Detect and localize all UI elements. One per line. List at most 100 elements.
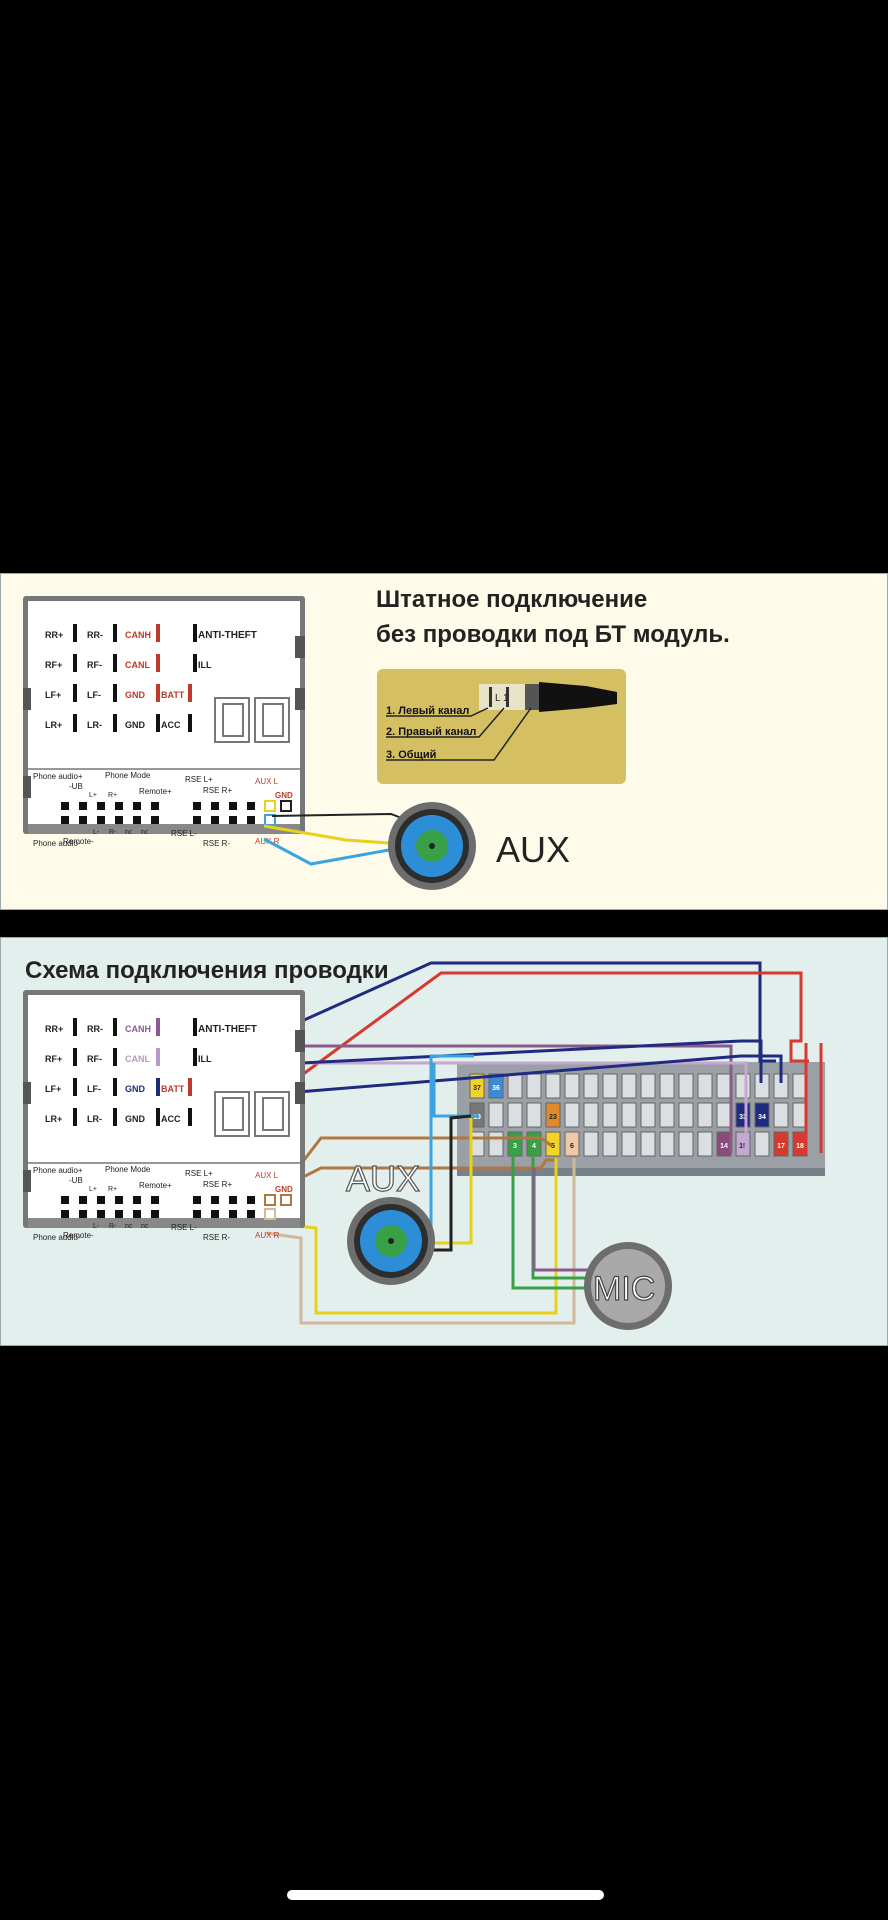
r-minus-label: R- (109, 829, 117, 836)
connector-pin (621, 1102, 637, 1128)
phone-mode-label: Phone Mode (105, 1165, 151, 1174)
connector-pin (488, 1073, 504, 1099)
pin-label: CANH (125, 630, 151, 640)
l-plus-label: L+ (89, 1186, 97, 1193)
r-minus-label: R- (109, 1223, 117, 1230)
home-indicator[interactable] (287, 1890, 604, 1900)
l-minus-label: L- (93, 1223, 100, 1230)
pin-label: RR- (87, 1024, 103, 1034)
pin-label: GND (125, 690, 146, 700)
pin-label: LR- (87, 720, 102, 730)
rse-l-minus-label: RSE L- (171, 1223, 197, 1232)
pin-label: ACC (161, 1114, 181, 1124)
pin-number: 17 (777, 1143, 785, 1150)
pin-label: LF- (87, 690, 101, 700)
pin-label: RF+ (45, 1054, 62, 1064)
pin-label: RR+ (45, 630, 63, 640)
pin-label: ILL (198, 660, 212, 670)
connector-pin (697, 1073, 713, 1099)
aux-jack-icon-bottom (347, 1197, 435, 1285)
title-line-1: Штатное подключение (376, 586, 647, 613)
jack-label-right: 2. Правый канал (386, 726, 476, 738)
pin-label: RF+ (45, 660, 62, 670)
connector-pin (564, 1073, 580, 1099)
connector-pin (640, 1131, 656, 1157)
pin-label: BATT (161, 1084, 185, 1094)
phone-audio-minus-label: Phone audio- (33, 1233, 81, 1242)
connector-pin (488, 1131, 504, 1157)
connector-pin (773, 1131, 789, 1157)
pin-label: LF- (87, 1084, 101, 1094)
aux-l-label: AUX L (255, 777, 279, 786)
pin-label: RR- (87, 630, 103, 640)
pin-label: ILL (198, 1054, 212, 1064)
remote-minus-label: Remote- (63, 837, 94, 846)
pin-label: GND (125, 1084, 146, 1094)
rse-l-minus-label: RSE L- (171, 829, 197, 838)
rse-l-plus-label: RSE L+ (185, 1169, 213, 1178)
remote-minus-label: Remote- (63, 1231, 94, 1240)
connector-pin (545, 1131, 561, 1157)
phone-audio-plus-label: Phone audio+ (33, 772, 83, 781)
pin-number: 36 (492, 1085, 500, 1092)
connector-pin (602, 1102, 618, 1128)
pin-label: LF+ (45, 1084, 61, 1094)
connector-pin (697, 1102, 713, 1128)
connector-pin (754, 1131, 770, 1157)
connector-pin (564, 1131, 580, 1157)
pin-number: 3 (513, 1143, 517, 1150)
wire-purple-mic (532, 1168, 598, 1272)
phone-mode-label: Phone Mode (105, 771, 151, 780)
connector-pin (526, 1102, 542, 1128)
pin-number: 34 (758, 1114, 766, 1121)
nc-label: nc (125, 1223, 133, 1230)
rse-r-plus-label: RSE R+ (203, 1180, 232, 1189)
pin-label: LR- (87, 1114, 102, 1124)
pin-label: BATT (161, 690, 185, 700)
connector-pin (488, 1102, 504, 1128)
l-minus-label: L- (93, 829, 100, 836)
pin-label: ACC (161, 720, 181, 730)
pin-label: ANTI-THEFT (198, 630, 257, 641)
connector-pin (678, 1073, 694, 1099)
pin-label: CANL (125, 660, 150, 670)
connector-pin (469, 1073, 485, 1099)
pin-label: LF+ (45, 690, 61, 700)
nc-label: nc (141, 1223, 149, 1230)
mic-label: MIC (593, 1270, 655, 1308)
connector-pin (602, 1131, 618, 1157)
connector-pin (754, 1102, 770, 1128)
aux-label-bottom: AUX (346, 1158, 420, 1199)
r-plus-label: R+ (108, 1186, 117, 1193)
gnd-label: GND (275, 1185, 293, 1194)
jack-pin-marks: L 1 (495, 693, 509, 704)
aux-jack-icon (388, 802, 476, 890)
jack-label-left: 1. Левый канал (386, 705, 469, 717)
pin-label: CANH (125, 1024, 151, 1034)
connector-pin (735, 1073, 751, 1099)
connector-pin (526, 1073, 542, 1099)
wire-red (157, 971, 809, 1095)
phone-audio-minus-label: Phone audio- (33, 839, 81, 848)
remote-plus-label: Remote+ (139, 787, 172, 796)
rse-r-plus-label: RSE R+ (203, 786, 232, 795)
bottom-title: Схема подключения проводки (25, 957, 389, 984)
pin-number: 37 (473, 1085, 481, 1092)
pin-number: 23 (549, 1114, 557, 1121)
connector-pin (716, 1102, 732, 1128)
pin-label: CANL (125, 1054, 150, 1064)
phone-audio-plus-label: Phone audio+ (33, 1166, 83, 1175)
rse-r-minus-label: RSE R- (203, 1233, 230, 1242)
pin-number: 15 (739, 1143, 747, 1150)
connector-pin (602, 1073, 618, 1099)
jack-card: L 1 1. Левый канал 2. Правый канал 3. Об… (377, 669, 626, 784)
connector-pin (583, 1131, 599, 1157)
sub-label: -UB (69, 1176, 83, 1185)
pin-number: 4 (532, 1143, 536, 1150)
